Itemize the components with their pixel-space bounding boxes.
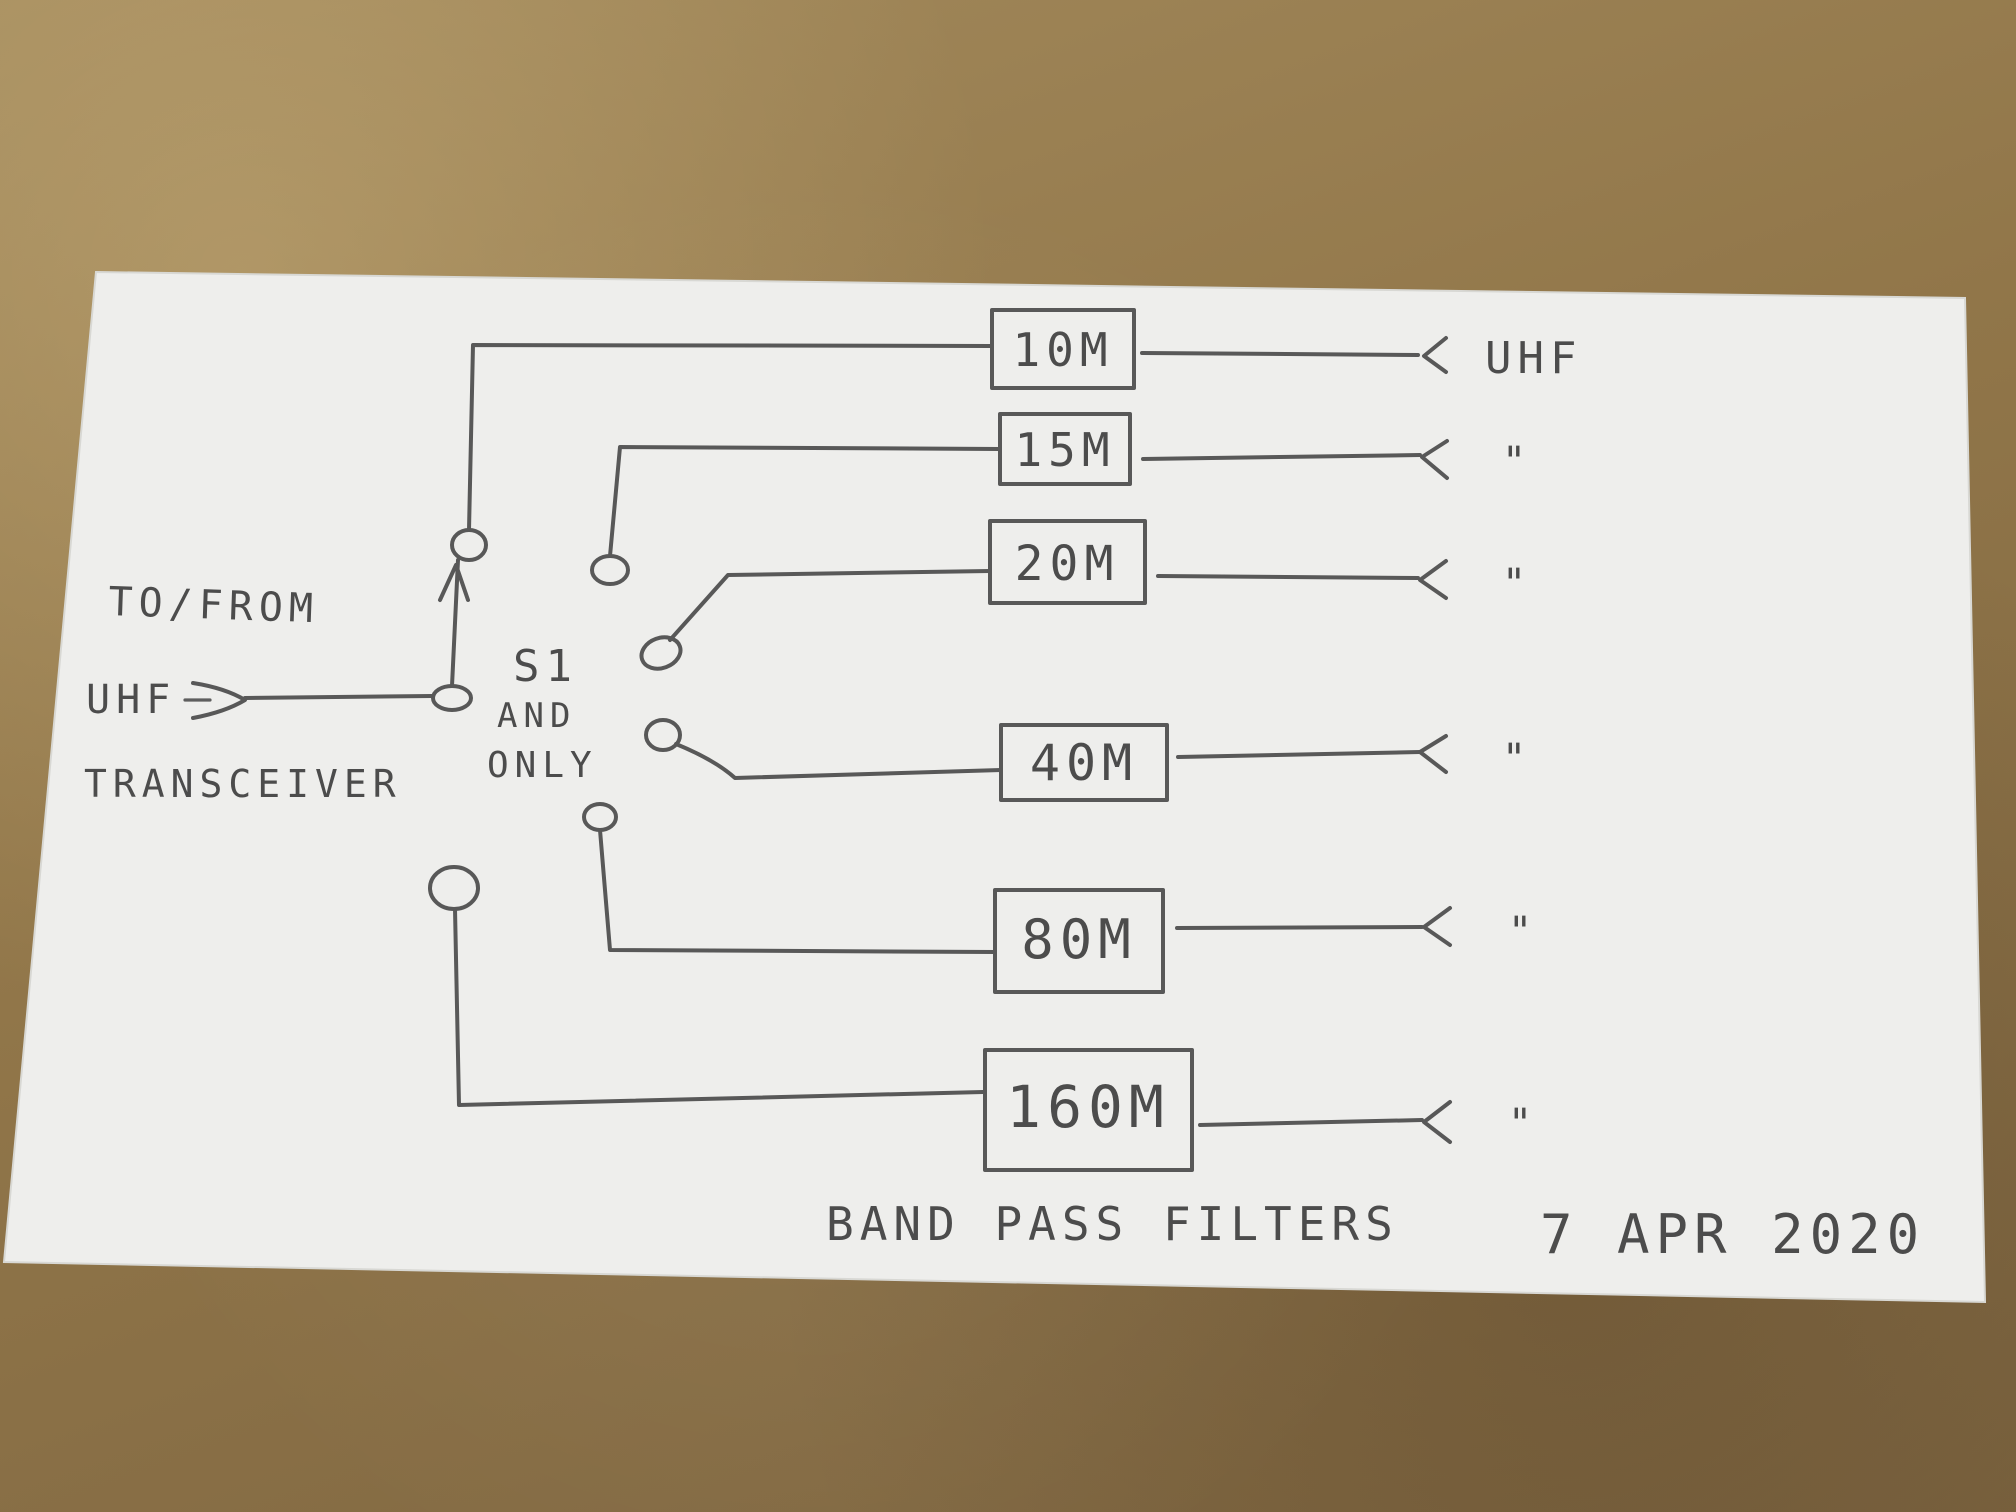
output-connector-40m-icon <box>1418 734 1448 774</box>
switch-terminal-4 <box>644 718 682 752</box>
output-label-20m: " <box>1502 561 1532 607</box>
filter-box-10m <box>990 308 1136 390</box>
filter-box-40m <box>999 723 1169 802</box>
output-label-15m: " <box>1502 439 1532 485</box>
switch-label-line1: S1 <box>513 641 578 692</box>
output-connector-80m-icon <box>1422 906 1452 947</box>
filter-labels: 10M 15M 20M 40M 80M 160M <box>1006 323 1170 1141</box>
wire-to-15m <box>608 445 1002 558</box>
filter-label-15m: 15M <box>1014 423 1115 477</box>
output-labels: UHF " " " " " <box>1485 333 1582 1147</box>
filter-box-160m <box>983 1048 1194 1172</box>
input-connector-icon <box>191 681 247 720</box>
date-label: 7 APR 2020 <box>1540 1203 1925 1266</box>
filter-label-160m: 160M <box>1006 1073 1170 1141</box>
wire-to-10m <box>467 343 992 532</box>
wire-to-20m <box>668 569 992 642</box>
filter-feed-wires <box>453 343 1003 1107</box>
filter-box-80m <box>993 888 1165 994</box>
wire-to-40m <box>674 742 1003 780</box>
input-wiring <box>183 558 473 720</box>
filter-box-20m <box>988 519 1147 605</box>
output-connector-10m-icon <box>1422 336 1448 374</box>
filter-label-20m: 20M <box>1015 536 1120 592</box>
filter-label-80m: 80M <box>1021 908 1137 971</box>
filter-boxes <box>983 308 1194 1172</box>
caption: BAND PASS FILTERS <box>826 1197 1399 1251</box>
output-connector-20m-icon <box>1418 559 1448 600</box>
output-label-10m: UHF <box>1485 333 1582 384</box>
source-label-line2: UHF <box>86 677 176 723</box>
paper-sheet <box>2 270 1987 1304</box>
filter-label-40m: 40M <box>1030 734 1138 792</box>
source-label: TO/FROM UHF TRANSCEIVER <box>84 579 402 806</box>
output-connector-160m-icon <box>1422 1100 1452 1144</box>
output-label-160m: " <box>1508 1101 1538 1147</box>
output-label-80m: " <box>1508 909 1538 955</box>
source-label-line1: TO/FROM <box>108 579 320 632</box>
switch-wiper <box>450 558 460 688</box>
source-label-line3: TRANSCEIVER <box>84 762 402 806</box>
wire-to-160m <box>453 907 985 1107</box>
switch-label-line3: ONLY <box>487 745 598 786</box>
output-label-40m: " <box>1502 736 1532 782</box>
switch-wiper-arrow-icon <box>438 563 470 602</box>
filter-box-15m <box>998 412 1132 486</box>
output-connector-15m-icon <box>1420 439 1449 480</box>
wire-to-80m <box>598 828 997 954</box>
filter-outputs <box>1140 336 1452 1144</box>
switch-terminal-3 <box>639 635 683 671</box>
filter-label-10m: 10M <box>1012 323 1113 377</box>
switch-label: S1 AND ONLY <box>487 641 598 786</box>
switch-label-line2: AND <box>497 696 576 736</box>
